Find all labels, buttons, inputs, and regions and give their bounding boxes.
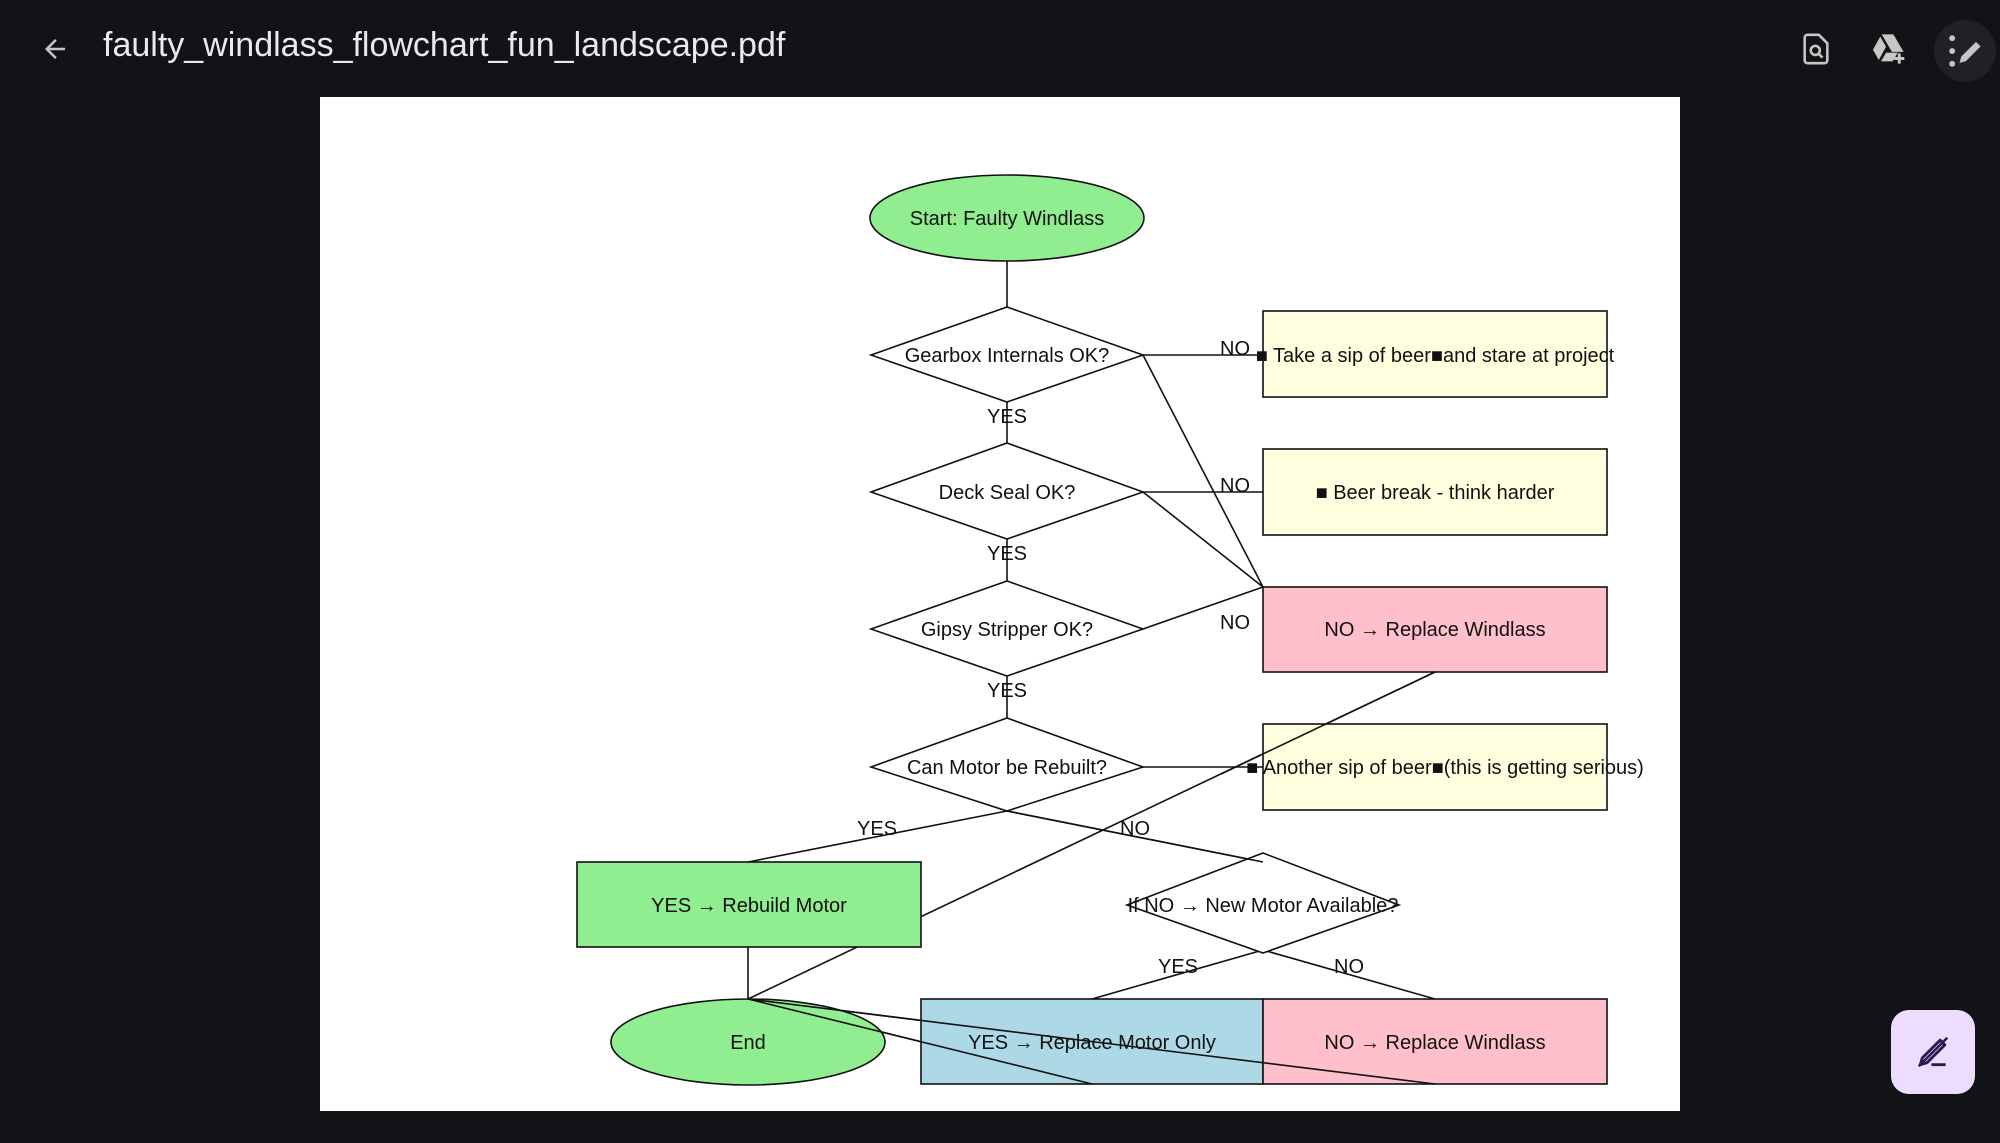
beer1-box-label: ■ Take a sip of beer■and stare at projec… bbox=[1256, 345, 1615, 367]
more-options-button[interactable] bbox=[1934, 20, 1996, 82]
edge-label-deck-yes: YES bbox=[987, 543, 1027, 565]
gipsy-decision bbox=[868, 580, 1146, 677]
end-node-label: End bbox=[730, 1032, 766, 1054]
pdf-page: Start: Faulty Windlass Gearbox Internals… bbox=[320, 97, 1680, 1111]
edge-deck-replace bbox=[1142, 491, 1264, 588]
deck-decision-label: Deck Seal OK? bbox=[939, 482, 1076, 504]
edge-overlay-newmotor bbox=[1006, 810, 1264, 863]
edge-overlay-replace2 bbox=[747, 998, 1436, 1085]
edge-overlay-replacemotor bbox=[747, 998, 1093, 1085]
annotate-pen-icon bbox=[1917, 1036, 1949, 1068]
edge-gearbox-replace bbox=[1142, 354, 1264, 588]
beer2-box bbox=[1262, 448, 1608, 536]
edge-overlay-beer3 bbox=[1220, 671, 1436, 775]
find-in-document-button[interactable] bbox=[1791, 24, 1841, 74]
edge-label-gipsy-yes: YES bbox=[987, 680, 1027, 702]
flowchart-overlay-connectors bbox=[747, 671, 1436, 1085]
gearbox-decision bbox=[868, 306, 1146, 403]
edge-label-newmotor-yes: YES bbox=[1158, 956, 1198, 978]
beer1-box bbox=[1262, 310, 1608, 398]
rebuild-decision-label: Can Motor be Rebuilt? bbox=[907, 757, 1107, 779]
flowchart-diagram: Start: Faulty Windlass Gearbox Internals… bbox=[576, 174, 1644, 1086]
new-motor-decision-label: If NO → New Motor Available? bbox=[1128, 895, 1399, 917]
top-bar: faulty_windlass_flowchart_fun_landscape.… bbox=[0, 0, 2000, 97]
new-motor-decision bbox=[1124, 852, 1402, 954]
edge-label-newmotor-no: NO bbox=[1334, 956, 1364, 978]
edge-gipsy-replace bbox=[1142, 586, 1264, 630]
edge-rebuildq-rebuild bbox=[747, 810, 1008, 863]
edge-label-deck-no: NO bbox=[1220, 475, 1250, 497]
start-node bbox=[869, 174, 1145, 262]
edge-label-rebuild-no: NO bbox=[1120, 818, 1150, 840]
beer2-box-label: ■ Beer break - think harder bbox=[1316, 482, 1555, 504]
rebuild-motor-box-label: YES → Rebuild Motor bbox=[651, 895, 847, 917]
back-button[interactable] bbox=[30, 24, 80, 74]
gearbox-decision-label: Gearbox Internals OK? bbox=[905, 345, 1110, 367]
beer3-box-label: ■ Another sip of beer■(this is getting s… bbox=[1246, 757, 1644, 779]
edge-label-gipsy-no: NO bbox=[1220, 612, 1250, 634]
replace-windlass-box bbox=[1262, 586, 1608, 673]
document-title: faulty_windlass_flowchart_fun_landscape.… bbox=[103, 26, 786, 64]
arrow-left-icon bbox=[45, 39, 65, 59]
start-node-label: Start: Faulty Windlass bbox=[910, 208, 1105, 230]
replace-windlass-box-label: NO → Replace Windlass bbox=[1324, 619, 1545, 641]
edge-label-gearbox-no: NO bbox=[1220, 338, 1250, 360]
replace-windlass-box-2-label: NO → Replace Windlass bbox=[1324, 1032, 1545, 1054]
annotate-button[interactable] bbox=[1891, 1010, 1975, 1094]
beer3-box bbox=[1262, 723, 1608, 811]
deck-decision bbox=[868, 442, 1146, 540]
rebuild-motor-box bbox=[576, 861, 922, 948]
find-in-document-icon bbox=[1803, 33, 1829, 65]
edge-newmotor-replacemotor bbox=[1091, 949, 1264, 1000]
gipsy-decision-label: Gipsy Stripper OK? bbox=[921, 619, 1093, 641]
add-to-drive-button[interactable] bbox=[1864, 24, 1914, 74]
edge-label-rebuild-yes: YES bbox=[857, 818, 897, 840]
more-vert-icon bbox=[1949, 35, 1981, 67]
add-to-drive-icon bbox=[1872, 34, 1905, 64]
edge-newmotor-replace2 bbox=[1262, 949, 1436, 1000]
edge-label-gearbox-yes: YES bbox=[987, 406, 1027, 428]
replace-motor-box-label: YES → Replace Motor Only bbox=[968, 1032, 1216, 1054]
